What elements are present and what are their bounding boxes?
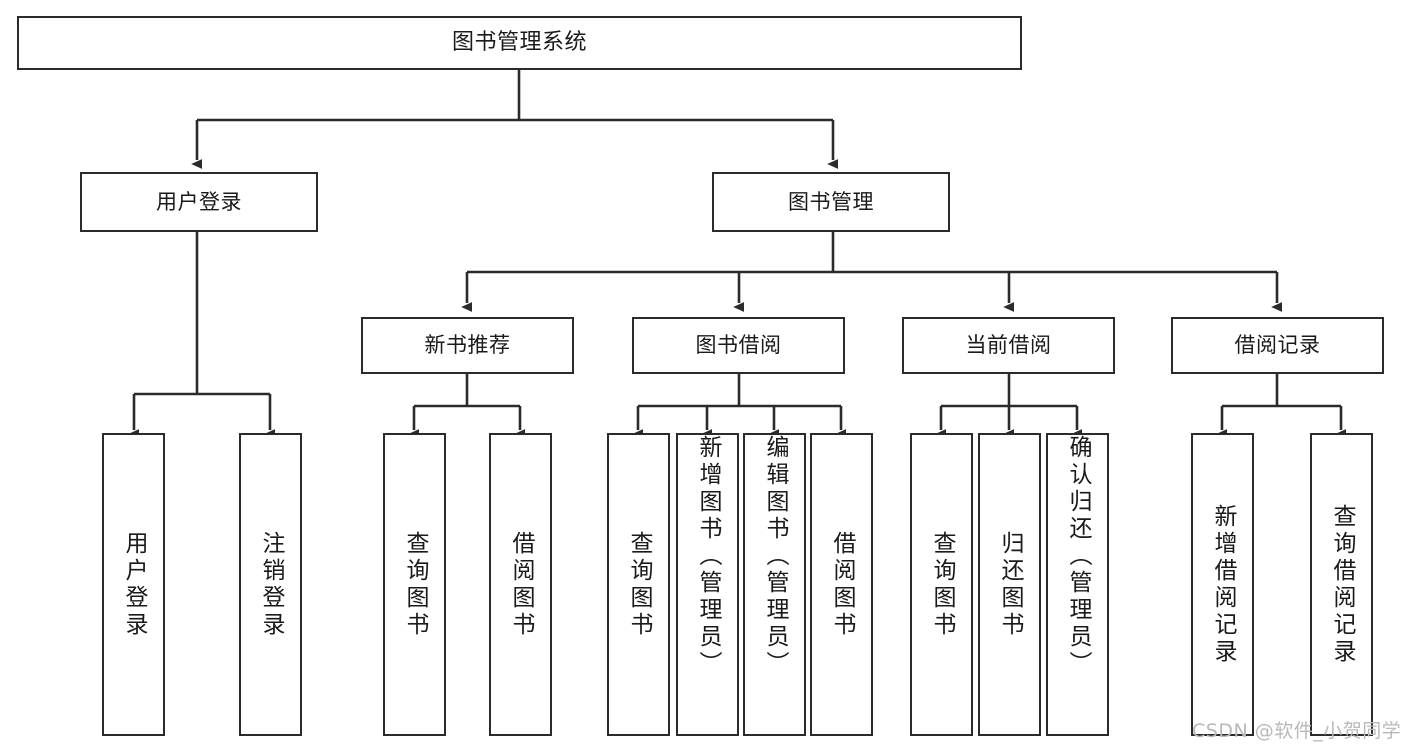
leaf-borrow-query-book[interactable]: 查询图书 — [607, 433, 670, 736]
leaf-borrow-add-book-label: 新增图书（管理员） — [695, 435, 721, 678]
leaf-recommend-query-book[interactable]: 查询图书 — [383, 433, 446, 736]
leaf-user-login-signout[interactable]: 注销登录 — [239, 433, 302, 736]
node-book-borrow[interactable]: 图书借阅 — [632, 317, 845, 374]
leaf-recommend-query-book-label: 查询图书 — [402, 530, 428, 639]
leaf-user-login-signin[interactable]: 用户登录 — [102, 433, 165, 736]
leaf-current-confirm-return[interactable]: 确认归还（管理员） — [1046, 433, 1109, 736]
node-current-borrow[interactable]: 当前借阅 — [902, 317, 1115, 374]
node-borrow-record[interactable]: 借阅记录 — [1171, 317, 1384, 374]
leaf-current-confirm-return-label: 确认归还（管理员） — [1065, 435, 1091, 678]
node-current-borrow-label: 当前借阅 — [965, 333, 1052, 358]
node-borrow-record-label: 借阅记录 — [1234, 333, 1321, 358]
leaf-recommend-borrow-book[interactable]: 借阅图书 — [489, 433, 552, 736]
leaf-record-query-record[interactable]: 查询借阅记录 — [1310, 433, 1373, 736]
leaf-borrow-add-book[interactable]: 新增图书（管理员） — [676, 433, 739, 736]
node-new-book-recommend[interactable]: 新书推荐 — [361, 317, 574, 374]
leaf-recommend-borrow-book-label: 借阅图书 — [508, 530, 534, 639]
node-book-management-label: 图书管理 — [788, 189, 874, 214]
node-book-borrow-label: 图书借阅 — [695, 333, 782, 358]
leaf-borrow-edit-book-label: 编辑图书（管理员） — [762, 435, 788, 678]
leaf-current-query-book[interactable]: 查询图书 — [910, 433, 973, 736]
leaf-current-return-book[interactable]: 归还图书 — [978, 433, 1041, 736]
node-user-login[interactable]: 用户登录 — [80, 172, 318, 232]
node-user-login-label: 用户登录 — [156, 189, 242, 214]
leaf-current-return-book-label: 归还图书 — [997, 530, 1023, 639]
leaf-borrow-borrow-book[interactable]: 借阅图书 — [810, 433, 873, 736]
leaf-current-query-book-label: 查询图书 — [929, 530, 955, 639]
leaf-borrow-query-book-label: 查询图书 — [626, 530, 652, 639]
node-root[interactable]: 图书管理系统 — [17, 16, 1022, 70]
leaf-borrow-edit-book[interactable]: 编辑图书（管理员） — [743, 433, 806, 736]
leaf-user-login-signin-label: 用户登录 — [121, 530, 147, 639]
node-book-management[interactable]: 图书管理 — [712, 172, 950, 232]
csdn-watermark: CSDN @软件_小贺同学 — [1192, 720, 1402, 742]
leaf-user-login-signout-label: 注销登录 — [258, 530, 284, 639]
leaf-borrow-borrow-book-label: 借阅图书 — [829, 530, 855, 639]
node-new-book-recommend-label: 新书推荐 — [424, 333, 511, 358]
node-root-label: 图书管理系统 — [451, 30, 587, 56]
leaf-record-add-record[interactable]: 新增借阅记录 — [1191, 433, 1254, 736]
leaf-record-add-record-label: 新增借阅记录 — [1210, 503, 1236, 666]
leaf-record-query-record-label: 查询借阅记录 — [1329, 503, 1355, 666]
